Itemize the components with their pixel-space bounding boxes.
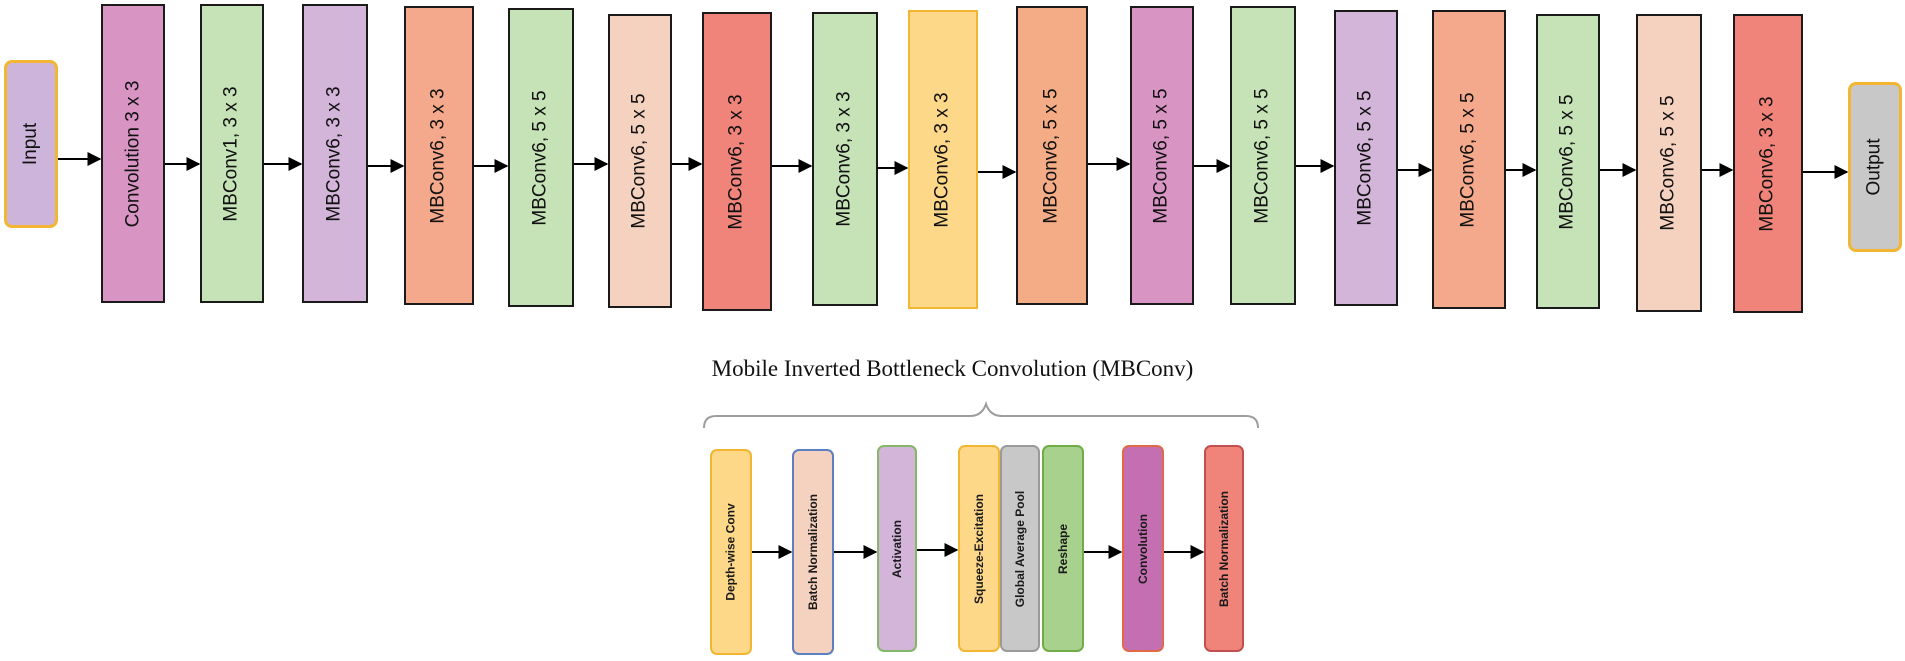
output-label: Output: [1864, 138, 1886, 196]
mbconv-block-4: Squeeze-Excitation: [958, 445, 1000, 652]
mbconv-block-3: Activation: [877, 445, 917, 652]
main-block-label: MBConv6, 5 x 5: [1658, 95, 1680, 231]
main-block-label: MBConv6, 3 x 3: [428, 87, 450, 224]
mbconv-brace: [703, 400, 1259, 429]
main-block-15: MBConv6, 5 x 5: [1536, 14, 1600, 309]
mbconv-block-label: Global Average Pool: [1013, 490, 1028, 607]
main-block-11: MBConv6, 5 x 5: [1130, 6, 1194, 305]
main-block-14: MBConv6, 5 x 5: [1432, 10, 1506, 309]
main-block-9: MBConv6, 3 x 3: [908, 10, 978, 309]
main-block-6: MBConv6, 5 x 5: [608, 14, 672, 308]
main-block-3: MBConv6, 3 x 3: [302, 4, 368, 303]
main-block-label: MBConv6, 5 x 5: [1355, 90, 1377, 226]
main-block-label: MBConv6, 3 x 3: [1757, 95, 1779, 232]
mbconv-title: Mobile Inverted Bottleneck Convolution (…: [711, 356, 1194, 381]
main-block-4: MBConv6, 3 x 3: [404, 6, 474, 305]
main-block-12: MBConv6, 5 x 5: [1230, 6, 1296, 305]
main-block-13: MBConv6, 5 x 5: [1334, 10, 1398, 306]
main-block-label: MBConv6, 5 x 5: [1458, 91, 1480, 228]
mbconv-block-6: Reshape: [1042, 445, 1084, 652]
mbconv-block-label: Depth-wise Conv: [724, 503, 738, 601]
main-block-2: MBConv1, 3 x 3: [200, 4, 264, 303]
mbconv-block-2: Batch Normalization: [792, 449, 834, 655]
input-label: Input: [19, 122, 41, 166]
mbconv-block-1: Depth-wise Conv: [710, 449, 752, 655]
input-node: Input: [4, 60, 58, 228]
output-node: Output: [1848, 82, 1902, 252]
mbconv-block-8: Batch Normalization: [1204, 445, 1244, 652]
main-block-label: MBConv6, 3 x 3: [726, 93, 748, 230]
mbconv-block-label: Squeeze-Excitation: [972, 493, 986, 604]
main-block-label: MBConv6, 5 x 5: [1041, 87, 1063, 224]
mbconv-block-label: Batch Normalization: [806, 493, 821, 611]
mbconv-block-label: Reshape: [1056, 523, 1070, 574]
main-block-1: Convolution 3 x 3: [101, 4, 165, 303]
main-block-16: MBConv6, 5 x 5: [1636, 14, 1702, 312]
mbconv-block-label: Activation: [890, 519, 905, 578]
main-block-label: MBConv6, 3 x 3: [834, 91, 856, 227]
mbconv-block-label: Batch Normalization: [1217, 490, 1232, 607]
mbconv-block-5: Global Average Pool: [1000, 445, 1040, 652]
main-block-label: MBConv6, 5 x 5: [1151, 87, 1173, 224]
main-block-label: MBConv1, 3 x 3: [221, 85, 243, 222]
mbconv-block-label: Convolution: [1136, 513, 1151, 584]
main-block-label: MBConv6, 5 x 5: [1252, 87, 1274, 224]
main-block-10: MBConv6, 5 x 5: [1016, 6, 1088, 305]
main-block-label: MBConv6, 3 x 3: [324, 85, 346, 222]
mbconv-block-7: Convolution: [1122, 445, 1164, 652]
main-block-label: MBConv6, 5 x 5: [530, 89, 552, 226]
main-block-label: MBConv6, 5 x 5: [1557, 93, 1579, 230]
main-block-8: MBConv6, 3 x 3: [812, 12, 878, 306]
main-block-5: MBConv6, 5 x 5: [508, 8, 574, 307]
main-block-label: Convolution 3 x 3: [122, 80, 144, 227]
main-block-7: MBConv6, 3 x 3: [702, 12, 772, 311]
main-block-label: MBConv6, 3 x 3: [932, 91, 954, 228]
main-block-17: MBConv6, 3 x 3: [1733, 14, 1803, 313]
main-block-label: MBConv6, 5 x 5: [629, 93, 651, 229]
